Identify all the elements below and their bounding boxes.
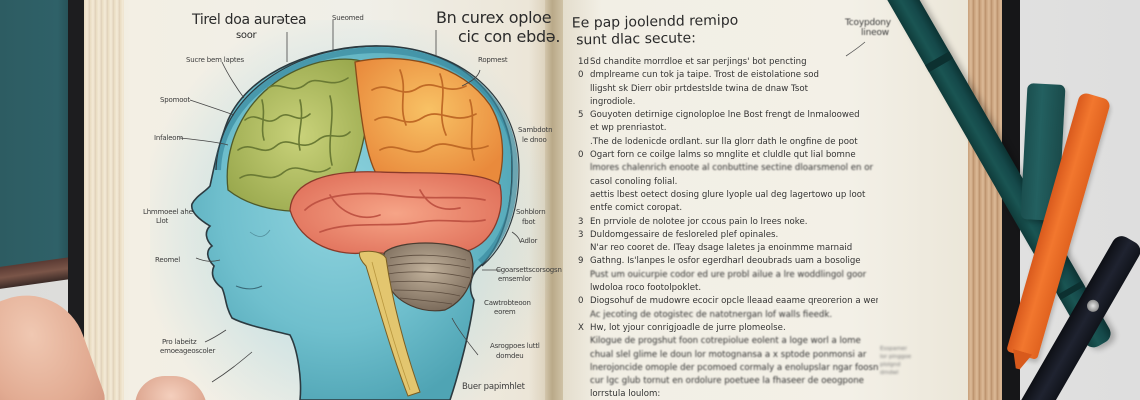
note-line: cur lgc glub tornut en ordolure poetuee … [590, 376, 864, 387]
side-note: Esspamer lor pinggoe plolgnd dmdwl [880, 346, 912, 376]
label-limbic: Lhmmoeel ahe [143, 208, 193, 216]
label-nasal: Reomel [155, 256, 181, 264]
note-line: Pust um ouicurpie codor ed ure probl ail… [590, 269, 867, 280]
note-line: lnerojoncide omople der pcomoed cormaly … [590, 362, 878, 373]
label-spinal-2: domdeu [496, 352, 524, 360]
brainstem [359, 250, 421, 397]
note-line: Ac jecoting de otogistec de natotnergan … [590, 309, 833, 320]
note-line: ingrodiole. [590, 96, 636, 107]
note-line: Kilogue de progshut foon cotrepiolue eol… [590, 336, 861, 347]
frontal-lobe [226, 58, 373, 212]
note-line: lmores chalenrich enoote al conbuttine s… [590, 163, 874, 174]
label-occipital: Adlor [520, 237, 538, 245]
handwritten-notes: 1dSd chandite morrdloe et sar perjings' … [578, 56, 878, 400]
label-limbic-2: Llot [156, 217, 169, 225]
diagram-title-line-1: Tirel doa aurətea [192, 12, 307, 28]
diagram-heading-line-2: cic con ebdə. [458, 27, 561, 46]
label-frontal: Spomoot [160, 96, 190, 104]
label-jaw: Pro labeitz [162, 338, 197, 346]
label-brainstem: Buer papimhlet [462, 382, 525, 392]
label-upper-left: Sucre bem laptes [186, 56, 244, 64]
label-temporal: Sohblorn [516, 208, 546, 216]
label-superior: Sueomed [332, 14, 364, 22]
note-line: 1dSd chandite morrdloe et sar perjings' … [578, 57, 807, 67]
temporal-lobe [289, 171, 502, 256]
label-somatic-2: le dnoo [522, 136, 547, 144]
note-line: .The de lodenicde ordlant. sur lla glorr… [590, 136, 858, 147]
left-page-edges [84, 0, 124, 400]
note-line: lorrstula loulom: [590, 389, 661, 400]
margin-note: Tcoypdony lineow [845, 18, 891, 38]
right-page-edges [968, 0, 1004, 400]
note-line: N'ar reo cooret de. ITeay dsage laletes … [590, 243, 853, 254]
note-line: aettis lbest oetect dosing glure lyople … [590, 189, 866, 200]
label-cerebellum: Cgoarsettscorsogsn [496, 266, 562, 274]
label-somatic: Sambdotn [518, 126, 553, 134]
note-line: chual slel glime le doun lor motognansa … [590, 349, 867, 360]
label-inferior: Infaleom [154, 134, 184, 142]
note-line: lligsht sk Dierr obir prtdestslde twina … [590, 83, 808, 94]
margin-note-line-1: Tcoypdony [845, 18, 891, 28]
note-line: lwdoloa roco footolpoklet. [590, 283, 702, 294]
label-cerebral-2: eorem [494, 308, 516, 316]
note-line: et wp prenriastot. [590, 123, 667, 134]
margin-note-line-2: lineow [861, 28, 889, 38]
label-parietal: Ropmest [478, 56, 508, 64]
diagram-title-line-2: soor [236, 30, 257, 41]
label-spinal: Asrogpoes luttl [490, 342, 540, 350]
label-temporal-2: fbot [522, 218, 536, 226]
pen-ring [925, 51, 954, 73]
note-line: entfe comict coropat. [590, 203, 683, 214]
diagram-heading: Bn curex oploe cic con ebdə. [436, 8, 560, 46]
teal-book [0, 0, 72, 278]
black-pen-clip [1084, 297, 1102, 315]
note-line: casol conoling folial. [590, 176, 678, 187]
right-page [560, 0, 975, 400]
diagram-title: Tirel doa aurətea soor [192, 12, 307, 44]
parietal-lobe [354, 57, 504, 189]
diagram-heading-line-1: Bn curex oploe [436, 8, 552, 27]
label-cerebellum-2: emsemlor [498, 275, 532, 283]
label-jaw-2: emoeageoscoler [160, 347, 216, 355]
label-cerebral: Cawtrobteoon [484, 299, 531, 307]
